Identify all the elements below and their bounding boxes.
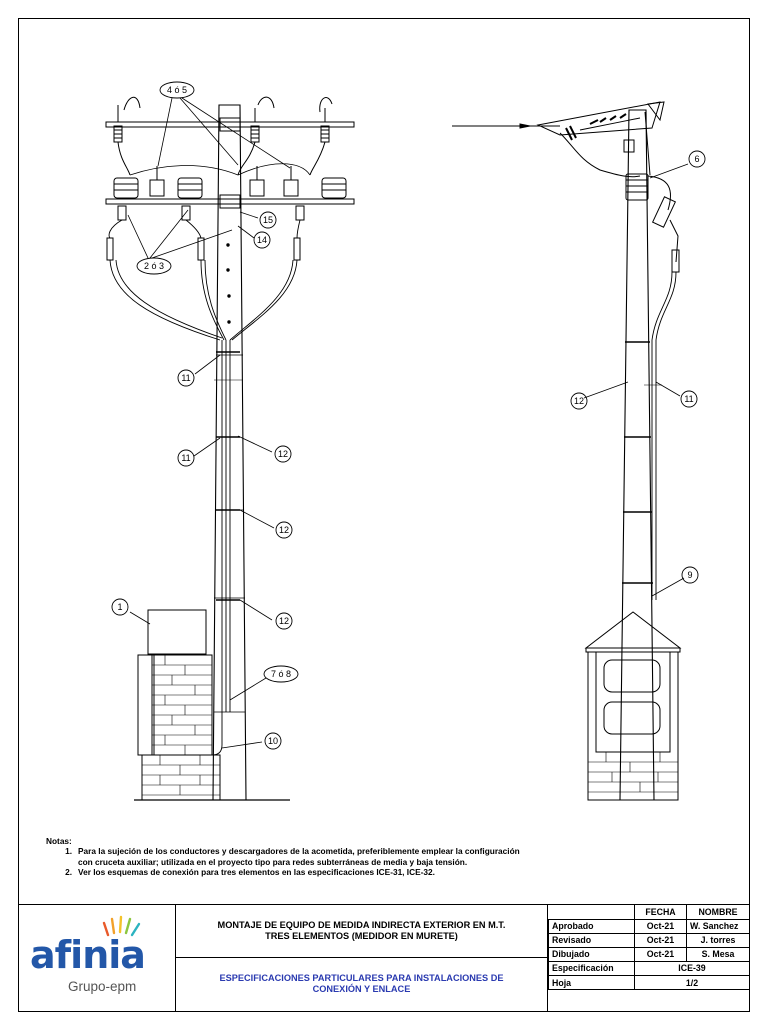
callout-text-15: 15 xyxy=(263,215,273,225)
note-1-number: 1. xyxy=(65,846,72,857)
callout-text-2-3: 2 ó 3 xyxy=(144,261,164,271)
group-logo-text: Grupo-epm xyxy=(68,979,137,994)
callout-text-12d: 12 xyxy=(574,396,584,406)
callout-11a: 11 xyxy=(177,369,195,387)
note-1: 1. Para la sujeción de los conductores y… xyxy=(46,846,686,856)
callout-12c: 12 xyxy=(275,612,293,630)
upper-crossarm xyxy=(105,117,355,132)
notes-heading: Notas: xyxy=(46,836,72,846)
table-header-row: FECHA NOMBRE xyxy=(548,905,750,920)
notes-block: Notas: 1. Para la sujeción de los conduc… xyxy=(46,836,686,878)
row-nombre: S. Mesa xyxy=(686,946,750,962)
bracket-and-line xyxy=(452,101,665,178)
table-row: Dibujado Oct-21 S. Mesa xyxy=(548,946,750,962)
callout-12b: 12 xyxy=(275,521,293,539)
callout-text-14: 14 xyxy=(257,235,267,245)
callout-text-12b: 12 xyxy=(279,525,289,535)
brand-logo-text: afinia xyxy=(30,933,146,977)
leaders-left xyxy=(127,97,291,749)
callouts: 4 ó 5 2 ó 3 15 14 11 11 12 12 xyxy=(111,81,706,750)
drawing-subtitle-line1: ESPECIFICACIONES PARTICULARES PARA INSTA… xyxy=(219,973,504,983)
cable-right xyxy=(644,271,677,600)
row-nombre: W. Sanchez xyxy=(686,918,750,934)
callout-text-12c: 12 xyxy=(279,616,289,626)
title-block: afinia Grupo-epm MONTAJE DE EQUIPO DE ME… xyxy=(18,904,750,1012)
meter-wall-front xyxy=(137,609,221,801)
leaders-right xyxy=(583,163,689,597)
drawing-title: MONTAJE DE EQUIPO DE MEDIDA INDIRECTA EX… xyxy=(176,905,547,958)
callout-text-11c: 11 xyxy=(684,394,693,404)
note-2: 2. Ver los esquemas de conexión para tre… xyxy=(46,867,686,877)
logo-cell: afinia Grupo-epm xyxy=(18,905,176,1011)
sheet-value: 1/2 xyxy=(634,974,750,991)
callout-10: 10 xyxy=(264,732,282,750)
drawing-subtitle-line2: CONEXIÓN Y ENLACE xyxy=(312,984,411,994)
measurement-transformers xyxy=(113,163,347,199)
callout-1: 1 xyxy=(111,598,129,616)
callout-12a: 12 xyxy=(274,445,292,463)
callout-6: 6 xyxy=(688,150,706,168)
drawing-sheet-border xyxy=(18,18,750,1012)
row-fecha: Oct-21 xyxy=(634,932,687,948)
front-view xyxy=(105,96,355,801)
row-fecha: Oct-21 xyxy=(634,946,687,962)
callout-4-5: 4 ó 5 xyxy=(159,81,195,99)
callout-text-10: 10 xyxy=(268,736,278,746)
sheet-label: Hoja xyxy=(548,974,635,991)
callout-11b: 11 xyxy=(177,449,195,467)
row-label: Dibujado xyxy=(548,946,635,962)
note-2-number: 2. xyxy=(65,867,72,878)
pole-left xyxy=(212,104,247,801)
approval-table: FECHA NOMBRE Aprobado Oct-21 W. Sanchez … xyxy=(548,905,750,991)
callout-14: 14 xyxy=(253,231,271,249)
cables-left xyxy=(108,219,301,756)
spec-label: Especificación xyxy=(548,960,635,976)
row-label: Aprobado xyxy=(548,918,635,934)
callout-11c: 11 xyxy=(680,390,698,408)
header-fecha: FECHA xyxy=(634,905,687,920)
drawing-title-line2: TRES ELEMENTOS (MEDIDOR EN MURETE) xyxy=(265,931,458,941)
header-nombre: NOMBRE xyxy=(686,905,750,920)
table-row: Especificación ICE-39 xyxy=(548,960,750,976)
note-2-line1: Ver los esquemas de conexión para tres e… xyxy=(78,867,435,878)
callout-text-6: 6 xyxy=(694,154,699,164)
row-fecha: Oct-21 xyxy=(634,918,687,934)
drawing-subtitle: ESPECIFICACIONES PARTICULARES PARA INSTA… xyxy=(176,957,547,1011)
callout-2-3: 2 ó 3 xyxy=(136,257,172,275)
callout-12d: 12 xyxy=(570,392,588,410)
pole-right xyxy=(619,109,655,801)
callout-text-11a: 11 xyxy=(181,373,190,383)
lower-crossarm xyxy=(105,194,355,209)
header-blank xyxy=(548,905,635,920)
transformer-right xyxy=(625,173,680,273)
upper-insulators xyxy=(113,96,333,176)
note-1-line1: Para la sujeción de los conductores y de… xyxy=(78,846,520,857)
row-nombre: J. torres xyxy=(686,932,750,948)
table-row: Aprobado Oct-21 W. Sanchez xyxy=(548,918,750,934)
table-row: Revisado Oct-21 J. torres xyxy=(548,932,750,948)
drawing-title-line1: MONTAJE DE EQUIPO DE MEDIDA INDIRECTA EX… xyxy=(217,920,506,930)
row-label: Revisado xyxy=(548,932,635,948)
meter-wall-side xyxy=(584,611,682,801)
callout-text-1: 1 xyxy=(117,602,122,612)
sun-rays-logo-icon xyxy=(102,915,141,937)
side-view xyxy=(452,101,689,801)
callout-text-7-8: 7 ó 8 xyxy=(271,669,291,679)
note-1-line2: con cruceta auxiliar; utilizada en el pr… xyxy=(78,856,468,867)
callout-text-4-5: 4 ó 5 xyxy=(167,85,187,95)
approval-table-cell: FECHA NOMBRE Aprobado Oct-21 W. Sanchez … xyxy=(548,905,750,1011)
title-cell: MONTAJE DE EQUIPO DE MEDIDA INDIRECTA EX… xyxy=(176,905,548,1011)
callout-15: 15 xyxy=(259,211,277,229)
table-row: Hoja 1/2 xyxy=(548,974,750,991)
callout-7-8: 7 ó 8 xyxy=(263,665,299,683)
spec-value: ICE-39 xyxy=(634,960,750,976)
callout-text-11b: 11 xyxy=(181,453,190,463)
callout-9: 9 xyxy=(681,566,699,584)
callout-text-9: 9 xyxy=(687,570,692,580)
callout-text-12a: 12 xyxy=(278,449,288,459)
